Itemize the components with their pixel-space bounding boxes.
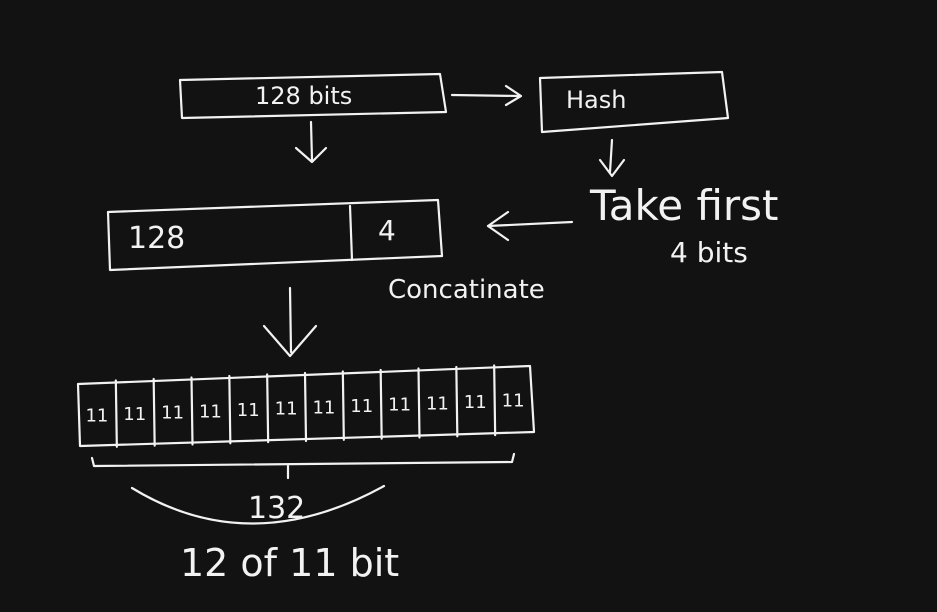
segment-strip: 11 11 11 11 11 11 11 11 11 11 11 11 (76, 364, 536, 448)
segment-label: 11 (275, 399, 298, 420)
segment-divider (493, 364, 497, 437)
segment-label: 11 (350, 396, 373, 417)
segment-divider (114, 379, 118, 448)
arrow-to-concat-box (486, 210, 574, 242)
segment-label: 11 (388, 395, 411, 416)
concatenate-label: Concatinate (388, 275, 545, 305)
total-bits-label: 132 (248, 491, 305, 526)
input-entropy-box: 128 bits (178, 72, 448, 120)
segment-divider (417, 367, 421, 439)
segment-label: 11 (85, 405, 108, 426)
segment-divider (341, 370, 345, 441)
segment-divider (152, 377, 156, 447)
take-first-text: Take first (589, 181, 779, 230)
segment-label: 11 (199, 401, 222, 422)
segment-label: 11 (123, 404, 146, 425)
concat-box: 128 4 (106, 198, 444, 272)
arrow-down-from-input (294, 120, 328, 164)
segment-divider (228, 374, 232, 445)
concat-entropy-label: 128 (128, 221, 185, 256)
summary-label: 12 of 11 bit (180, 541, 399, 585)
segment-label: 11 (426, 393, 449, 414)
concat-divider (348, 204, 354, 262)
segment-divider (190, 376, 194, 446)
segment-divider (266, 373, 270, 444)
concat-checksum-label: 4 (378, 214, 396, 247)
segment-divider (303, 371, 308, 443)
arrow-down-to-segments (262, 286, 318, 358)
arrow-down-from-hash (598, 138, 626, 178)
segment-divider (455, 365, 459, 438)
segment-label: 11 (237, 400, 260, 421)
take-first-bits-text: 4 bits (670, 236, 748, 269)
hash-label: Hash (566, 86, 626, 114)
hash-box: Hash (538, 70, 730, 134)
total-brace (90, 452, 516, 525)
segment-divider (379, 368, 383, 440)
arrow-to-hash (450, 84, 523, 107)
segment-label: 11 (464, 392, 487, 413)
segment-label: 11 (312, 397, 335, 418)
segment-label: 11 (161, 403, 184, 424)
segment-label: 11 (502, 391, 525, 412)
input-entropy-label: 128 bits (255, 82, 352, 110)
